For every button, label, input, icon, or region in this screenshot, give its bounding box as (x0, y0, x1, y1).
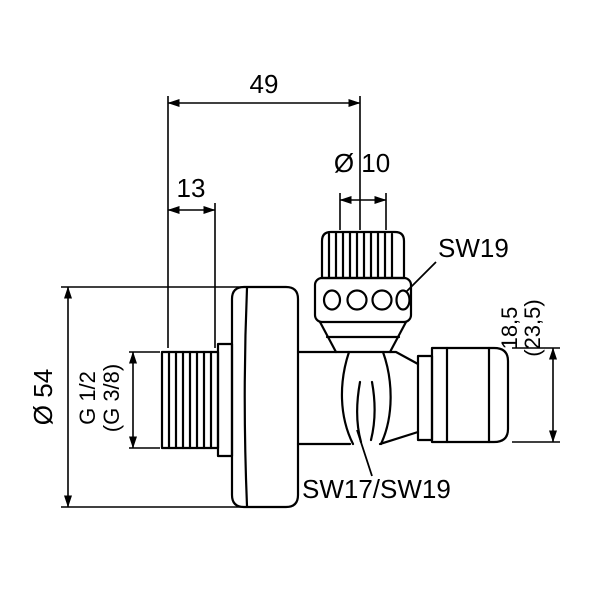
dim-235-label: (23,5) (520, 299, 545, 356)
dimension-thread-length: 13 (167, 173, 216, 348)
wall-rosette (230, 285, 300, 509)
grip-hole (395, 289, 411, 311)
dim-49-label: 49 (250, 69, 279, 99)
thread-size-alt-label: (G 3/8) (99, 364, 124, 432)
callout-sw17-sw19: SW17/SW19 (302, 429, 451, 504)
spindle-cap (320, 230, 406, 280)
handwheel (313, 276, 413, 324)
angle-valve-drawing (160, 230, 510, 509)
outlet-nut-facets (445, 346, 491, 444)
union-nut (340, 350, 392, 446)
sw17-leader-line (356, 429, 373, 477)
dim-185-label: 18,5 (497, 307, 522, 350)
thread-collar (216, 342, 234, 458)
grip-hole (371, 289, 393, 311)
spindle-neck (318, 320, 408, 354)
callout-sw19: SW19 (405, 233, 509, 293)
dimension-outlet-height: 18,5 (23,5) (497, 299, 560, 443)
dim-13-label: 13 (177, 173, 206, 203)
dim-dia10-label: Ø 10 (334, 148, 390, 178)
dim-dia54-label: Ø 54 (28, 369, 58, 425)
spindle-cap-knurling (327, 231, 394, 279)
thread-connection (160, 342, 234, 458)
grip-hole (346, 289, 368, 311)
thread-size-label: G 1/2 (75, 371, 100, 425)
valve-body (296, 350, 420, 446)
thread-ridges (167, 350, 213, 450)
rosette-inner-contour (243, 286, 249, 508)
outlet-nut (416, 346, 510, 444)
outlet-ring (416, 354, 434, 442)
dimension-total-width: 49 (167, 69, 361, 348)
dimension-thread-size: G 1/2 (G 3/8) (75, 351, 160, 449)
grip-hole (322, 289, 342, 311)
sw17-sw19-label: SW17/SW19 (302, 474, 451, 504)
dimension-spindle-diameter: Ø 10 (334, 148, 390, 230)
dimension-rosette-diameter: Ø 54 (28, 286, 244, 508)
sw19-leader-line (405, 261, 437, 293)
sw19-label: SW19 (438, 233, 509, 263)
